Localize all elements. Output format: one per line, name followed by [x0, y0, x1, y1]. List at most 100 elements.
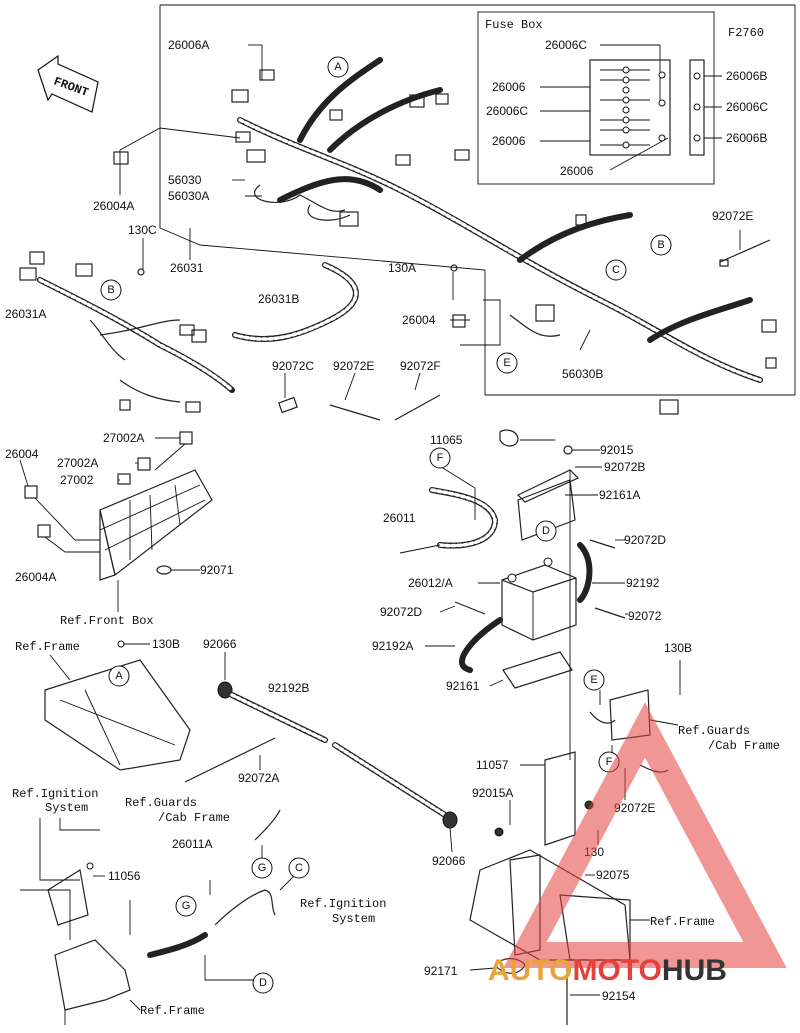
callout-letter: B [657, 239, 664, 251]
ref-label: System [332, 912, 375, 926]
watermark-logo: AUTOMOTOHUB [488, 702, 787, 987]
part-label: 92171 [424, 964, 458, 978]
part-label: 92072A [238, 771, 279, 785]
fuse-label: 26006 [560, 164, 594, 178]
part-label: 11056 [108, 869, 141, 883]
battery-section [399, 429, 628, 760]
part-label: 26004 [402, 313, 436, 327]
part-label: 92192A [372, 639, 413, 653]
part-label: 26012/A [408, 576, 453, 590]
tube-26031b [232, 262, 359, 343]
part-labels: 26006A 26004A 56030 56030A 130C 26031 26… [5, 38, 753, 1003]
part-label: 130C [128, 223, 157, 237]
part-label: 26006A [168, 38, 209, 52]
callout-letter: C [612, 264, 620, 276]
part-label: 11065 [430, 433, 463, 447]
part-label: 92075 [596, 868, 630, 882]
front-box [19, 431, 213, 612]
fuse-label: 26006C [486, 104, 528, 118]
part-label: 27002A [57, 456, 98, 470]
part-label: 92072B [604, 460, 645, 474]
part-label: 92072D [380, 605, 422, 619]
small-parts-top [113, 151, 771, 421]
part-label: 92192B [268, 681, 309, 695]
part-label: 92072F [400, 359, 441, 373]
ref-label: Ref.Front Box [60, 614, 154, 628]
lower-frame [54, 809, 301, 1025]
fuse-label: 26006 [492, 134, 526, 148]
part-label: 92161A [599, 488, 640, 502]
part-label: 92015A [472, 786, 513, 800]
part-label: 92072D [624, 533, 666, 547]
part-label: 130B [664, 641, 692, 655]
watermark-hub: HUB [662, 954, 727, 987]
ref-label: /Cab Frame [158, 811, 230, 825]
part-label: 92154 [602, 989, 636, 1003]
fuse-label: 26006C [545, 38, 587, 52]
front-arrow-icon: FRONT [37, 54, 99, 113]
tube-92192b [184, 652, 458, 853]
ref-label: /Cab Frame [708, 739, 780, 753]
part-label: 92071 [200, 563, 234, 577]
part-label: 27002 [60, 473, 94, 487]
ignition-bracket [20, 818, 105, 940]
callout-letter: G [182, 900, 191, 912]
part-label: 92161 [446, 679, 480, 693]
frame-detail [44, 640, 191, 771]
callout-letter: A [115, 670, 123, 682]
part-label: 27002A [103, 431, 144, 445]
part-label: 26004A [93, 199, 134, 213]
ref-label: Ref.Guards [678, 724, 750, 738]
watermark-text: AUTOMOTOHUB [488, 954, 727, 987]
part-label: 130B [152, 637, 180, 651]
callout-letter: D [542, 525, 550, 537]
callout-letter: A [334, 61, 342, 73]
fuse-label: 26006 [492, 80, 526, 94]
part-label: 92192 [626, 576, 660, 590]
part-label: 26031A [5, 307, 46, 321]
callout-letter: F [437, 452, 444, 464]
part-label: 56030 [168, 173, 202, 187]
part-label: 92072C [272, 359, 314, 373]
part-label: 92015 [600, 443, 634, 457]
callout-letter: E [503, 357, 510, 369]
callout-letter: B [107, 284, 114, 296]
diagram-frame [159, 4, 796, 396]
part-label: 92066 [432, 854, 466, 868]
main-harness [231, 57, 777, 415]
callouts: A B B C E F D A E F G G C D [100, 56, 672, 994]
part-label: 92072 [628, 609, 662, 623]
part-label: 92072E [333, 359, 374, 373]
part-label: 11057 [476, 758, 509, 772]
sub-harness-26031a [19, 251, 235, 413]
part-label: 92072E [614, 801, 655, 815]
watermark-moto: MOTO [572, 954, 661, 987]
ref-label: Ref.Frame [15, 640, 80, 654]
part-label: 26004 [5, 447, 39, 461]
part-label: 56030A [168, 189, 209, 203]
ref-label: Ref.Frame [650, 915, 715, 929]
ref-label: Ref.Ignition [300, 897, 386, 911]
ref-label: Ref.Ignition [12, 787, 98, 801]
fuse-label: 26006C [726, 100, 768, 114]
part-label: 26011A [172, 837, 212, 851]
fuse-box-title: Fuse Box [485, 18, 543, 32]
ref-labels: Ref.Front Box Ref.Frame Ref.Guards /Cab … [12, 614, 780, 1018]
ref-label: System [45, 801, 88, 815]
callout-letter: E [590, 674, 597, 686]
fuse-box: Fuse Box 26006C 26006 26006C 26006 26006… [485, 18, 768, 178]
callout-letter: F [606, 756, 613, 768]
callout-letter: G [258, 862, 267, 874]
diagram-code: F2760 [728, 26, 764, 40]
fuse-label: 26006B [726, 69, 767, 83]
watermark-auto: AUTO [488, 954, 572, 987]
part-label: 92066 [203, 637, 237, 651]
ref-label: Ref.Guards [125, 796, 197, 810]
fuse-label: 26006B [726, 131, 767, 145]
ref-label: Ref.Frame [140, 1004, 205, 1018]
part-label: 130A [388, 261, 416, 275]
part-label: 26031 [170, 261, 204, 275]
part-label: 26004A [15, 570, 56, 584]
part-label: 26011 [383, 511, 416, 525]
